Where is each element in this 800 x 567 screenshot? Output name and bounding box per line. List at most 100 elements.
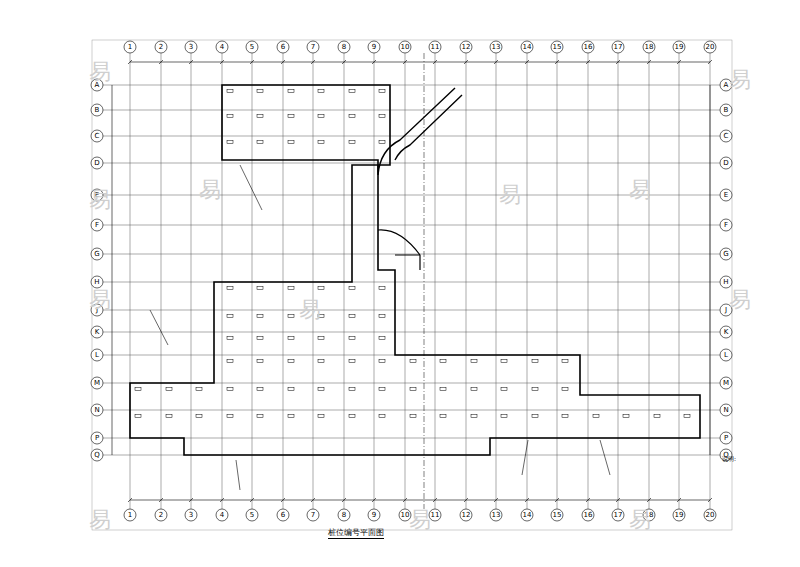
dimension-tick (525, 498, 529, 502)
axis-number: 13 (492, 44, 501, 51)
pile-mark (227, 415, 233, 418)
watermark: 易 (299, 299, 321, 321)
axis-bubble (124, 509, 136, 521)
dimension-tick (586, 498, 590, 502)
pile-mark (440, 388, 446, 391)
axis-bubble (246, 41, 258, 53)
grid-line (101, 254, 722, 255)
axis-number: 16 (584, 44, 593, 51)
dimension-tick (433, 60, 437, 64)
axis-bubble (185, 41, 197, 53)
grid-line (191, 53, 192, 509)
pile-mark (562, 360, 568, 363)
pile-mark (318, 115, 324, 118)
dimension-tick (708, 60, 712, 64)
axis-bubble (429, 41, 441, 53)
axis-number: 15 (553, 512, 562, 519)
axis-bubble (91, 130, 103, 142)
axis-number: P (724, 435, 728, 442)
axis-number: M (723, 380, 729, 387)
grid-line (101, 163, 722, 164)
pile-mark (501, 415, 507, 418)
grid-line (618, 53, 619, 509)
axis-bubble (246, 509, 258, 521)
axis-number: 17 (614, 44, 623, 51)
pile-mark (227, 360, 233, 363)
pile-mark (349, 90, 355, 93)
center-line (424, 53, 425, 509)
grid-line (679, 53, 680, 509)
pile-mark (318, 360, 324, 363)
pile-mark (349, 287, 355, 290)
building-outline (130, 85, 700, 455)
grid-line (101, 410, 722, 411)
leader-line (150, 310, 168, 345)
axis-bubble (490, 41, 502, 53)
pile-mark (288, 388, 294, 391)
grid-line (101, 85, 722, 86)
dimension-tick (403, 498, 407, 502)
axis-number: 5 (250, 512, 254, 519)
pile-mark (379, 141, 385, 144)
grid-line (283, 53, 284, 509)
axis-bubble (307, 509, 319, 521)
pile-mark (318, 287, 324, 290)
axis-number: N (94, 407, 99, 414)
dimension-tick (189, 60, 193, 64)
pile-mark (257, 115, 263, 118)
pile-mark (440, 415, 446, 418)
dimension-tick (464, 498, 468, 502)
axis-number: 7 (311, 44, 315, 51)
dimension-tick (586, 60, 590, 64)
pile-mark (166, 415, 172, 418)
pile-mark (196, 415, 202, 418)
pile-mark (318, 415, 324, 418)
axis-number: 9 (372, 44, 376, 51)
grid-line (374, 53, 375, 509)
axis-number: C (724, 133, 729, 140)
pile-mark (288, 315, 294, 318)
axis-number: 17 (614, 512, 623, 519)
axis-bubble (368, 509, 380, 521)
axis-bubble (91, 432, 103, 444)
grid-line (527, 53, 528, 509)
axis-number: H (94, 279, 99, 286)
dimension-tick (433, 498, 437, 502)
axis-bubble (91, 349, 103, 361)
axis-number: M (94, 380, 100, 387)
axis-bubble (277, 41, 289, 53)
dimension-tick (281, 498, 285, 502)
grid-line (710, 53, 711, 509)
grid-line (313, 53, 314, 509)
pile-mark (257, 388, 263, 391)
pile-mark (501, 388, 507, 391)
stair-wall (378, 230, 420, 270)
axis-number: Q (94, 452, 100, 459)
axis-number: P (95, 435, 99, 442)
axis-number: B (95, 107, 100, 114)
axis-number: C (95, 133, 100, 140)
pile-mark (410, 360, 416, 363)
dimension-tick (677, 498, 681, 502)
dimension-tick (159, 498, 163, 502)
axis-number: A (724, 82, 729, 89)
axis-bubble (91, 449, 103, 461)
axis-number: 9 (372, 512, 376, 519)
axis-bubble (720, 349, 732, 361)
dimension-tick (128, 498, 132, 502)
grid-line (344, 53, 345, 509)
dimension-tick (189, 498, 193, 502)
axis-bubble (612, 509, 624, 521)
grid-line (557, 53, 558, 509)
dimension-tick (708, 498, 712, 502)
pile-mark (257, 287, 263, 290)
pile-mark (135, 388, 141, 391)
axis-bubble (704, 41, 716, 53)
axis-bubble (91, 219, 103, 231)
grid-line (405, 53, 406, 509)
pile-mark (288, 115, 294, 118)
pile-mark (379, 115, 385, 118)
pile-mark (318, 337, 324, 340)
axis-bubble (460, 509, 472, 521)
